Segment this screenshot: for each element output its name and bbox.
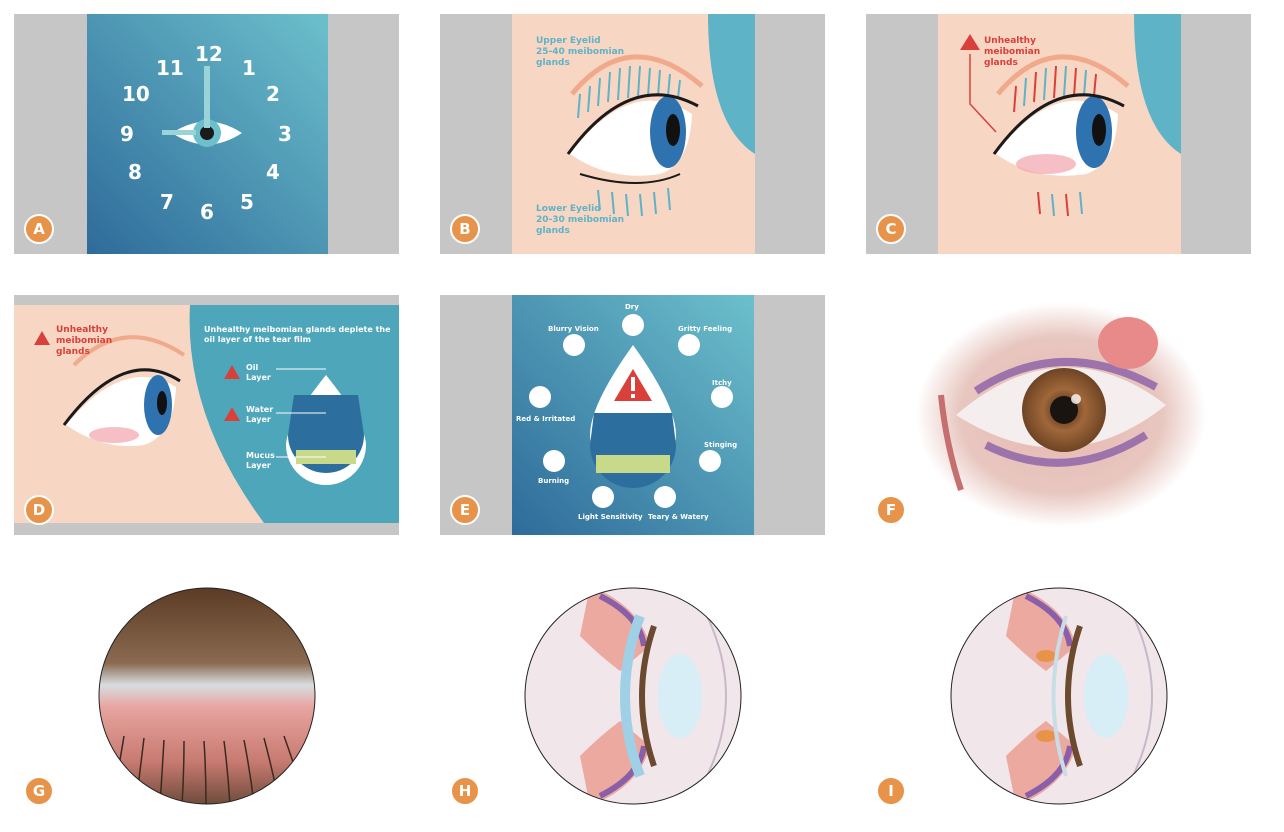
- clock-number: 1: [242, 56, 256, 80]
- warning-icon: [960, 34, 980, 50]
- clock-number: 8: [128, 160, 142, 184]
- panel-badge: C: [876, 214, 906, 244]
- stinging-icon: [699, 450, 721, 472]
- tear-film-title: Unhealthy meibomian glands deplete the o…: [204, 325, 391, 344]
- clock-number: 4: [266, 160, 280, 184]
- unhealthy-label: Unhealthy meibomian glands: [984, 36, 1041, 68]
- tear-film-illustration: [14, 305, 399, 523]
- symptom-label: Red & Irritated: [516, 415, 576, 423]
- eye-cross-section-illustration: [524, 587, 742, 805]
- clock-number: 10: [122, 82, 150, 106]
- lower-eyelid-label: Lower Eyelid 20-30 meibomian glands: [536, 204, 625, 236]
- warning-icon: [224, 407, 240, 421]
- panel-badge: G: [24, 776, 54, 806]
- panel-h: H: [440, 576, 825, 816]
- gritty-icon: [678, 334, 700, 356]
- unhealthy-label: Unhealthy meibomian glands: [56, 325, 113, 357]
- panel-g: G: [14, 576, 399, 816]
- symptom-label: Light Sensitivity: [578, 513, 643, 521]
- dry-icon: [622, 314, 644, 336]
- clock-number: 11: [156, 56, 184, 80]
- panel-badge: D: [24, 495, 54, 525]
- realistic-eye-illustration: [916, 303, 1206, 527]
- warning-icon: [34, 331, 50, 345]
- symptom-label: Teary & Watery: [648, 513, 709, 521]
- panel-badge: E: [450, 495, 480, 525]
- lid-margin-illustration: [98, 587, 316, 805]
- panel-i: I: [866, 576, 1251, 816]
- clock-number: 12: [195, 42, 223, 66]
- upper-eyelid-label: Upper Eyelid 25-40 meibomian glands: [536, 36, 625, 68]
- panel-d: Unhealthy meibomian glands Unhealthy mei…: [14, 295, 399, 535]
- symptom-label: Itchy: [712, 379, 732, 387]
- eye-cross-section-unhealthy-illustration: [950, 587, 1168, 805]
- symptom-label: Dry: [625, 303, 639, 311]
- red-irritated-icon: [529, 386, 551, 408]
- clock-number: 5: [240, 190, 254, 214]
- panel-badge: I: [876, 776, 906, 806]
- unhealthy-glands-illustration: [938, 14, 1181, 254]
- symptom-label: Gritty Feeling: [678, 325, 733, 333]
- clock-number: 3: [278, 122, 292, 146]
- symptom-label: Stinging: [704, 441, 738, 449]
- clock-number: 9: [120, 122, 134, 146]
- symptom-label: Burning: [538, 477, 570, 485]
- panel-f: F: [866, 295, 1251, 535]
- itchy-icon: [711, 386, 733, 408]
- clock-number: 6: [200, 200, 214, 224]
- panel-c: Unhealthy meibomian glands C: [866, 14, 1251, 254]
- panel-badge: B: [450, 214, 480, 244]
- teary-icon: [654, 486, 676, 508]
- symptom-label: Blurry Vision: [548, 325, 599, 333]
- clock-number: 2: [266, 82, 280, 106]
- panel-badge: H: [450, 776, 480, 806]
- panel-b: Upper Eyelid 25-40 meibomian glands Lowe…: [440, 14, 825, 254]
- clock-eye-illustration: [87, 14, 328, 254]
- panel-badge: F: [876, 495, 906, 525]
- symptoms-illustration: [512, 295, 754, 535]
- blurry-vision-icon: [563, 334, 585, 356]
- warning-icon: [224, 365, 240, 379]
- eyelid-glands-illustration: [512, 14, 755, 254]
- panel-badge: A: [24, 214, 54, 244]
- clock-number: 7: [160, 190, 174, 214]
- light-sensitivity-icon: [592, 486, 614, 508]
- panel-e: Dry Gritty Feeling Itchy Stinging Teary …: [440, 295, 825, 535]
- panel-a: 12 1 2 3 4 5 6 7 8 9 10 11 A: [14, 14, 399, 254]
- burning-icon: [543, 450, 565, 472]
